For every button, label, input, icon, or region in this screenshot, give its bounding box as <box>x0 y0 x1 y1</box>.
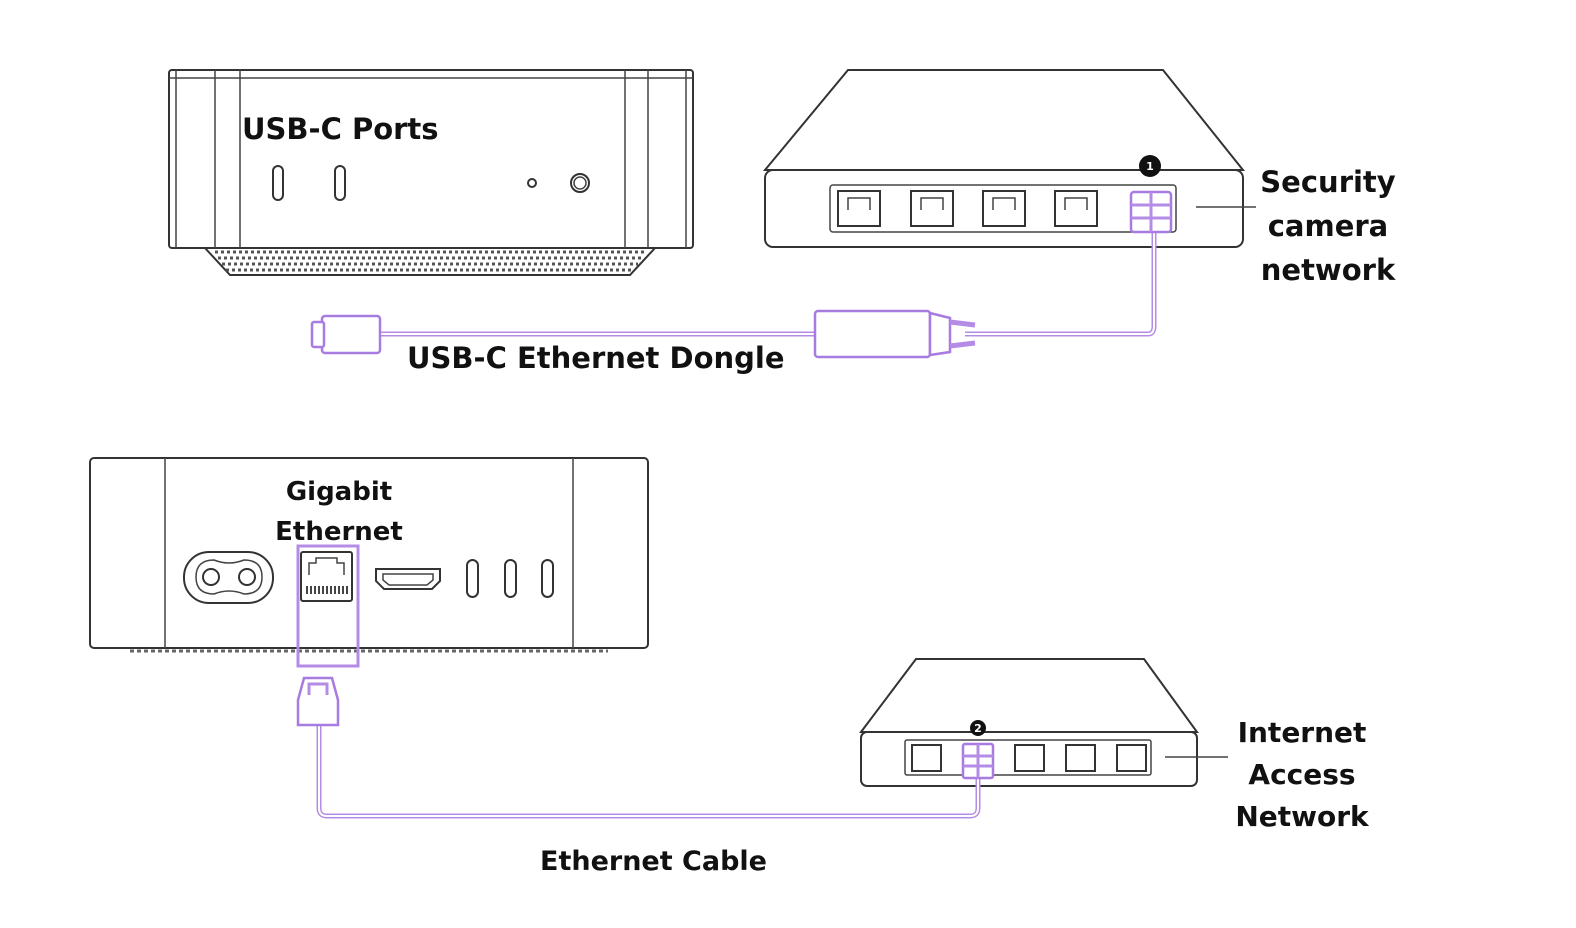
port-badge-2-text: 2 <box>974 722 982 735</box>
rear-usb-c-port-1 <box>466 559 479 598</box>
usb-c-port-2 <box>334 165 346 201</box>
label-internet-line-1: Internet <box>1237 716 1367 749</box>
rj45-ports <box>837 190 1098 227</box>
switch-security: 1 <box>762 69 1256 248</box>
label-ethernet-cable: Ethernet Cable <box>540 846 767 877</box>
power-inlet <box>183 551 274 604</box>
port-badge-1 <box>1139 155 1161 177</box>
switch-top-face <box>762 69 1246 171</box>
label-gigabit-line-1: Gigabit <box>285 477 393 507</box>
label-gigabit-line-2: Ethernet <box>275 517 403 547</box>
label-security-camera-network: Security camera network <box>1248 160 1408 292</box>
switch-internet: 2 <box>858 658 1228 787</box>
usb-c-plug <box>320 314 382 355</box>
label-gigabit-ethernet: Gigabit Ethernet <box>268 472 410 552</box>
pc-body <box>168 69 694 249</box>
ethernet-cable <box>296 676 995 819</box>
port-badge-2 <box>970 720 986 736</box>
label-security-line-1: Security <box>1260 165 1396 199</box>
label-internet-access-network: Internet Access Network <box>1222 712 1382 838</box>
dongle-body <box>813 309 932 359</box>
label-usb-c-ethernet-dongle: USB-C Ethernet Dongle <box>407 341 785 375</box>
label-internet-line-2: Access <box>1248 758 1356 791</box>
vent-grille <box>215 250 645 272</box>
rj45-ports-2 <box>911 744 1147 772</box>
usb-c-ethernet-dongle-cable <box>310 190 1173 359</box>
label-security-line-2: camera <box>1267 209 1389 243</box>
hdmi-port <box>375 568 441 590</box>
usb-c-port-1 <box>272 165 284 201</box>
label-usb-c-ports: USB-C Ports <box>242 112 439 146</box>
label-security-line-3: network <box>1260 253 1396 287</box>
gigabit-ethernet-highlight <box>296 544 360 668</box>
switch2-top-face <box>858 658 1199 733</box>
rear-usb-c-port-2 <box>504 559 517 598</box>
label-internet-line-3: Network <box>1235 800 1369 833</box>
mini-pc-rear <box>89 457 649 668</box>
mini-pc-front <box>168 69 694 276</box>
status-led <box>527 178 537 188</box>
port-badge-1-text: 1 <box>1146 160 1154 173</box>
rear-usb-c-port-3 <box>541 559 554 598</box>
